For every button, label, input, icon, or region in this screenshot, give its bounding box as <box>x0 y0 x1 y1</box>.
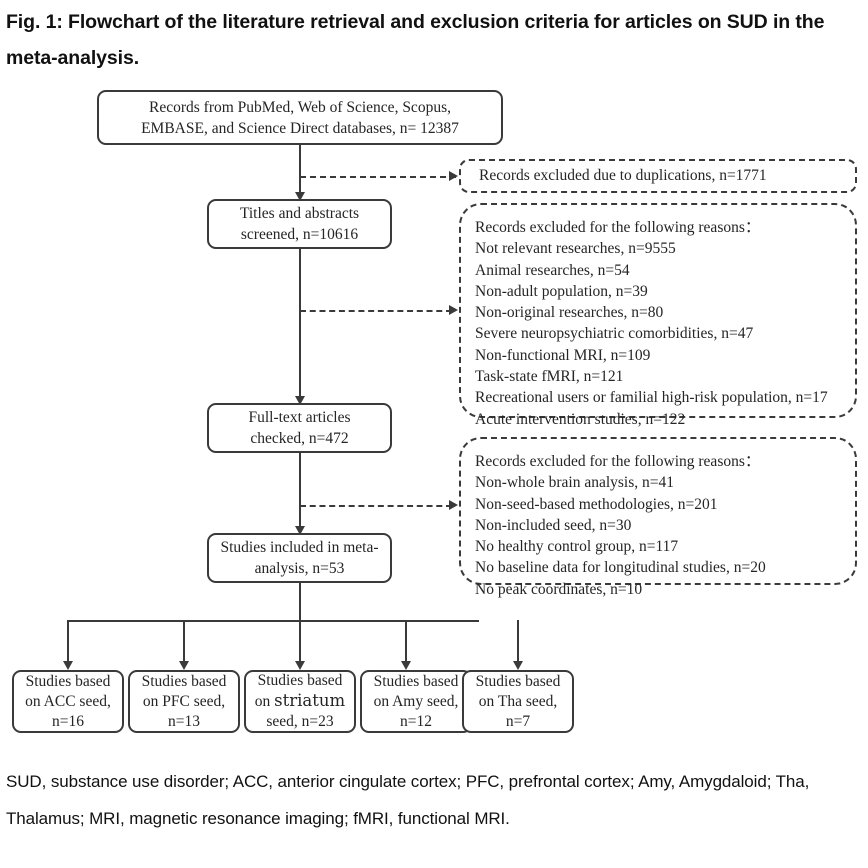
figure-footnote: SUD, substance use disorder; ACC, anteri… <box>6 772 810 828</box>
box-seed-tha: Studies based on Tha seed, n=7 <box>462 670 574 733</box>
arrowhead-seed-5 <box>513 661 523 670</box>
box-screened: Titles and abstracts screened, n=10616 <box>207 199 392 249</box>
box-seed-acc: Studies based on ACC seed, n=16 <box>12 670 124 733</box>
connector-dashed-duplicates <box>300 176 456 178</box>
box-seed-striatum: Studies based on striatum seed, n=23 <box>244 670 356 733</box>
arrowhead-seed-1 <box>63 661 73 670</box>
connector-identified-to-screened <box>299 145 301 199</box>
branch-bus-horizontal <box>67 620 479 622</box>
branch-drop-5 <box>517 620 519 668</box>
branch-drop-2 <box>183 620 185 668</box>
exclusion-duplicates-text: Records excluded due to duplications, n=… <box>479 167 767 185</box>
box-screened-text: Titles and abstracts screened, n=10616 <box>239 205 360 243</box>
box-seed-striatum-text: Studies based on striatum seed, n=23 <box>254 672 346 730</box>
box-seed-tha-text: Studies based on Tha seed, n=7 <box>475 672 561 730</box>
box-fulltext-checked-text: Full-text articles checked, n=472 <box>248 409 351 447</box>
box-seed-amy-text: Studies based on Amy seed, n=12 <box>373 672 459 730</box>
box-studies-included-text: Studies included in meta- analysis, n=53 <box>220 539 379 577</box>
box-studies-included: Studies included in meta- analysis, n=53 <box>207 533 392 583</box>
arrowhead-fulltext <box>295 396 305 405</box>
exclusion-box-eligibility: Records excluded for the following reaso… <box>459 437 857 598</box>
exclusion-screening-reasons: Not relevant researches, n=9555 Animal r… <box>475 240 828 428</box>
box-records-identified: Records from PubMed, Web of Science, Sco… <box>97 90 503 145</box>
connector-dashed-screening-exclusions <box>300 310 452 312</box>
arrowhead-seed-3 <box>295 661 305 670</box>
figure-caption: Fig. 1: Flowchart of the literature retr… <box>6 11 825 69</box>
box-seed-pfc-text: Studies based on PFC seed, n=13 <box>141 672 227 730</box>
connector-fulltext-to-included <box>299 453 301 531</box>
exclusion-box-duplicates: Records excluded due to duplications, n=… <box>459 159 857 193</box>
box-seed-pfc: Studies based on PFC seed, n=13 <box>128 670 240 733</box>
arrowhead-included <box>295 526 305 535</box>
connector-dashed-eligibility-exclusions <box>300 505 452 507</box>
exclusion-eligibility-reasons: Non-whole brain analysis, n=41 Non-seed-… <box>475 474 766 598</box>
arrowhead-seed-2 <box>179 661 189 670</box>
exclusion-eligibility-header: Records excluded for the following reaso… <box>475 453 761 470</box>
striatum-word: striatum <box>274 691 346 710</box>
box-records-identified-text: Records from PubMed, Web of Science, Sco… <box>141 98 459 137</box>
box-fulltext-checked: Full-text articles checked, n=472 <box>207 403 392 453</box>
box-seed-acc-text: Studies based on ACC seed, n=16 <box>25 672 111 730</box>
branch-drop-4 <box>405 620 407 668</box>
branch-drop-1 <box>67 620 69 668</box>
exclusion-screening-header: Records excluded for the following reaso… <box>475 219 761 236</box>
branch-drop-3 <box>299 620 301 668</box>
arrowhead-screened <box>295 192 305 201</box>
connector-screened-to-fulltext <box>299 249 301 401</box>
exclusion-box-screening: Records excluded for the following reaso… <box>459 203 857 428</box>
arrowhead-eligibility-exclusions <box>449 500 458 510</box>
box-seed-amy: Studies based on Amy seed, n=12 <box>360 670 472 733</box>
connector-included-to-bus <box>299 583 301 621</box>
arrowhead-seed-4 <box>401 661 411 670</box>
arrowhead-screening-exclusions <box>449 305 458 315</box>
arrowhead-duplicates <box>449 171 458 181</box>
